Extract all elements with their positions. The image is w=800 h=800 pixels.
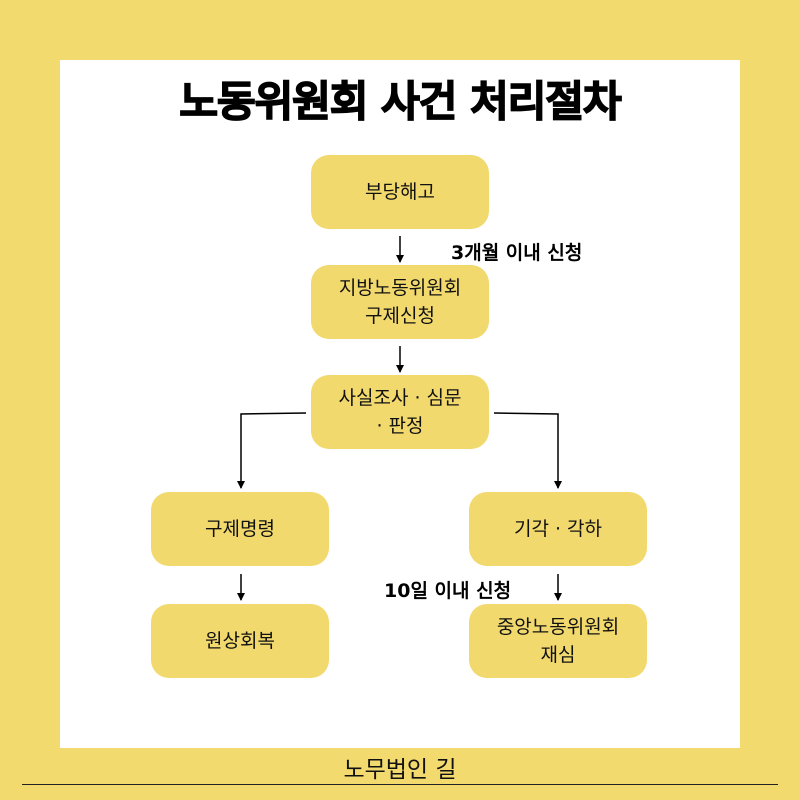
node-investigation: 사실조사 · 심문 · 판정: [311, 375, 489, 449]
node-dismiss-reject: 기각 · 각하: [469, 492, 647, 566]
footer-divider: [22, 784, 778, 785]
node-local-commission-line1: 지방노동위원회: [338, 277, 462, 299]
node-reinstatement: 원상회복: [151, 604, 329, 678]
footer-brand: 노무법인 길: [343, 757, 457, 783]
node-dismiss-reject-label: 기각 · 각하: [513, 518, 603, 540]
page-title: 노동위원회 사건 처리절차: [179, 76, 623, 127]
node-local-commission: 지방노동위원회 구제신청: [311, 265, 489, 339]
node-dismissal-label: 부당해고: [365, 181, 435, 203]
node-reinstatement-label: 원상회복: [205, 630, 275, 652]
node-dismissal: 부당해고: [311, 155, 489, 229]
label-within-3-months: 3개월 이내 신청: [451, 242, 583, 264]
arrow-investigation-to-reject: [493, 412, 562, 489]
node-local-commission-line2: 구제신청: [365, 305, 435, 327]
node-remedy-order: 구제명령: [151, 492, 329, 566]
node-investigation-line1: 사실조사 · 심문: [338, 387, 462, 409]
node-remedy-order-label: 구제명령: [205, 518, 275, 540]
label-within-10-days: 10일 이내 신청: [384, 580, 512, 602]
arrow-investigation-to-remedy: [237, 412, 307, 489]
node-investigation-line2: · 판정: [376, 415, 424, 437]
node-central-commission-line1: 중앙노동위원회: [496, 616, 620, 638]
node-central-commission: 중앙노동위원회 재심: [469, 604, 647, 678]
node-central-commission-line2: 재심: [540, 644, 576, 666]
